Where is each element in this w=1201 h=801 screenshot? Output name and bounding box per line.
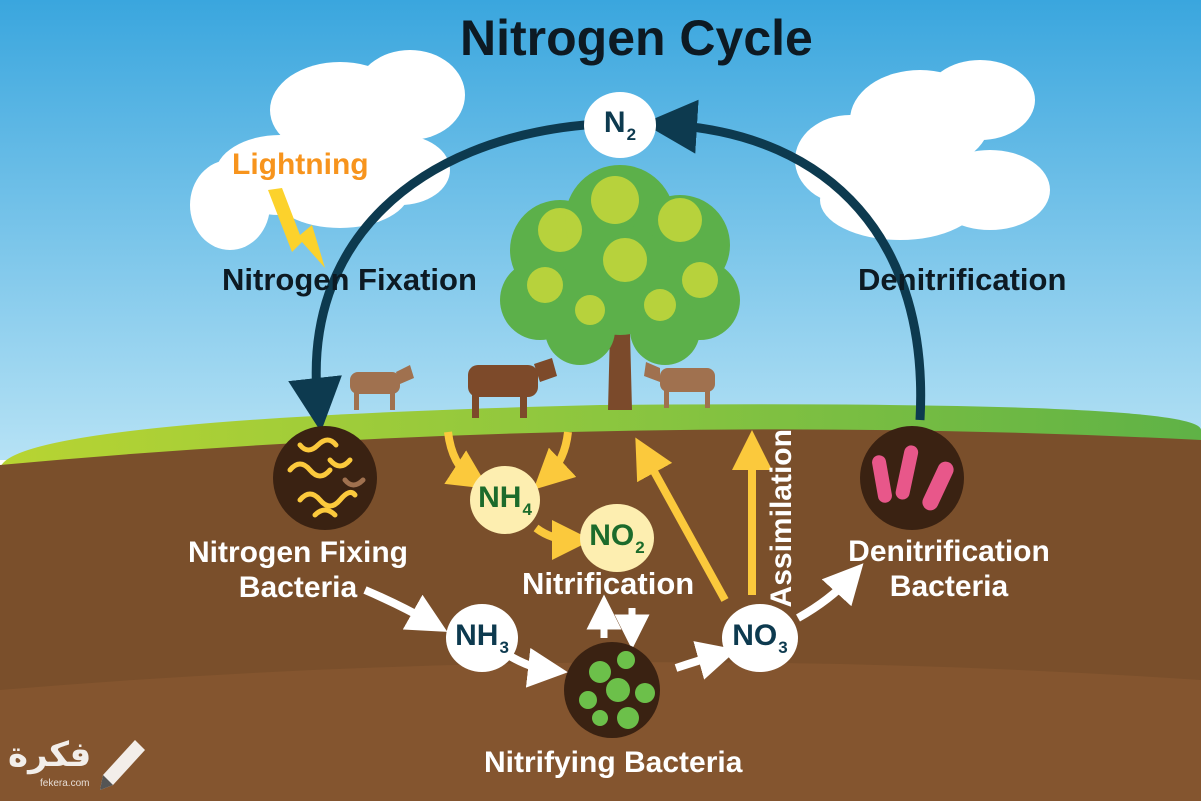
no2-sub: 2 xyxy=(635,537,645,557)
no3-sub: 3 xyxy=(778,637,788,657)
diagram-title: Nitrogen Cycle xyxy=(460,10,813,66)
no3-to-denitrification-arrow xyxy=(796,563,864,622)
no3-to-tree-arrow xyxy=(635,437,729,602)
nitrifying-to-no3-arrow xyxy=(674,641,738,680)
fixing-bacteria-line2: Bacteria xyxy=(238,570,358,604)
fixing-bacteria-line1: Nitrogen Fixing xyxy=(188,536,408,569)
nitrifying-bacteria-label: Nitrifying Bacteria xyxy=(484,746,743,779)
denitrification-bacteria-line2: Bacteria xyxy=(889,569,1009,603)
lightning-bolt-icon xyxy=(268,188,325,268)
assimilation-label: Assimilation xyxy=(764,429,798,608)
nh4-sub: 4 xyxy=(522,499,532,519)
cloud-left xyxy=(190,50,465,250)
fixing-bacteria-to-nh3-arrow xyxy=(363,586,448,632)
lightning-label: Lightning xyxy=(232,148,369,181)
no2-node: NO2 xyxy=(580,504,654,572)
cloud-right xyxy=(795,60,1050,240)
cow-small-right xyxy=(644,362,715,408)
denitrification-label: Denitrification xyxy=(858,262,1067,297)
n2-base: N xyxy=(603,105,626,139)
denitrification-bacteria-line1: Denitrification xyxy=(848,535,1050,568)
nh4-node: NH4 xyxy=(470,466,540,534)
denitrification-arc-arrow xyxy=(643,99,926,421)
nitrogen-fixing-bacteria-icon xyxy=(273,426,377,530)
nitrogen-fixation-label: Nitrogen Fixation xyxy=(222,262,477,297)
no2-base: NO xyxy=(589,518,635,552)
fixation-arc-arrow xyxy=(288,120,586,432)
n2-sub: 2 xyxy=(626,124,637,144)
nitrogen-fixing-bacteria-label: Nitrogen Fixing Bacteria xyxy=(176,536,420,605)
nh3-base: NH xyxy=(455,618,499,652)
cow-to-nh4-arrow-left xyxy=(444,431,489,489)
tree xyxy=(500,165,740,410)
no3-node: NO3 xyxy=(722,604,798,672)
denitrification-bacteria-label: Denitrification Bacteria xyxy=(836,535,1062,604)
nh3-sub: 3 xyxy=(499,637,509,657)
watermark-domain: fekera.com xyxy=(40,778,90,789)
nitrifying-bacteria-icon xyxy=(564,642,660,738)
pencil-logo-icon xyxy=(100,740,145,790)
n2-node: N2 xyxy=(584,92,656,158)
nh4-to-no2-arrow xyxy=(533,519,592,560)
watermark-arabic: فكرة xyxy=(8,736,92,774)
cow-small-left xyxy=(350,365,414,410)
nitrification-label: Nitrification xyxy=(522,566,695,601)
cow-large xyxy=(468,358,557,418)
nh3-node: NH3 xyxy=(446,604,518,672)
denitrification-bacteria-icon xyxy=(860,426,964,530)
no3-base: NO xyxy=(732,618,778,652)
cow-to-nh4-arrow-right xyxy=(533,431,577,490)
nh4-base: NH xyxy=(478,480,522,514)
